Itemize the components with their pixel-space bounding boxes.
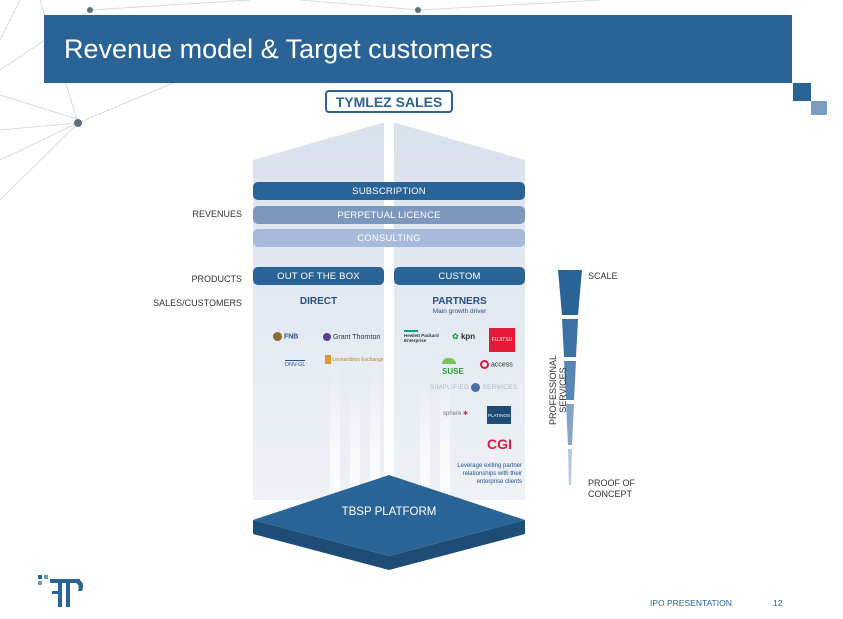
partners-subtitle: Main growth driver	[432, 308, 487, 315]
title-bar: Revenue model & Target customers	[44, 15, 792, 83]
corner-square-dark	[793, 83, 811, 101]
grant-thornton-logo: Grant Thornton	[323, 333, 380, 341]
services-funnel	[558, 270, 582, 485]
suse-logo: SUSE	[442, 358, 464, 376]
leonardinos-logo: Leonardinos Exchange	[325, 355, 384, 364]
tymlez-logo-icon	[38, 575, 84, 607]
corner-square-light	[811, 101, 827, 115]
fnb-logo: FNB	[273, 332, 298, 341]
partners-heading: PARTNERS	[432, 296, 487, 307]
fujitsu-logo: FUJITSU	[489, 328, 515, 352]
simplified-services-logo: SIMPLIFIED SERVICES	[430, 383, 518, 392]
custom-bar: CUSTOM	[394, 267, 525, 285]
platinos-logo: PLATINOS	[487, 406, 511, 424]
platform-top	[253, 475, 525, 556]
scale-label: SCALE	[588, 271, 618, 281]
direct-heading: DIRECT	[299, 296, 338, 307]
slide-title: Revenue model & Target customers	[64, 33, 493, 64]
tbsp-platform-label: TBSP PLATFORM	[341, 506, 437, 518]
subscription-bar: SUBSCRIPTION	[253, 182, 525, 200]
page-number: 12	[773, 598, 783, 608]
kpn-logo: ✿ kpn	[452, 332, 476, 341]
sales-customers-label: SALES/CUSTOMERS	[153, 298, 242, 308]
out-of-the-box-bar: OUT OF THE BOX	[253, 267, 384, 285]
hpe-logo: Hewlett Packard Enterprise	[404, 330, 444, 343]
footer-label: IPO PRESENTATION	[650, 598, 732, 608]
revenues-label: REVENUES	[192, 209, 242, 219]
professional-services-label: PROFESSIONAL SERVICES	[548, 354, 568, 426]
sphere-logo: sphere ✱	[443, 411, 469, 417]
products-label: PRODUCTS	[191, 274, 242, 284]
consulting-bar: CONSULTING	[253, 229, 525, 247]
dnv-gl-logo: DNV-GL	[285, 360, 306, 368]
perpetual-licence-bar: PERPETUAL LICENCE	[253, 206, 525, 224]
leverage-note: Leverage exiting partner relationships w…	[457, 463, 522, 485]
platform-side	[253, 520, 525, 570]
tymlez-sales-pill: TYMLEZ SALES	[325, 90, 453, 113]
access-logo: access	[480, 360, 513, 369]
tower-left	[253, 123, 384, 500]
proof-of-concept-label: PROOF OF CONCEPT	[588, 478, 635, 499]
cgi-logo: CGI	[487, 436, 512, 452]
